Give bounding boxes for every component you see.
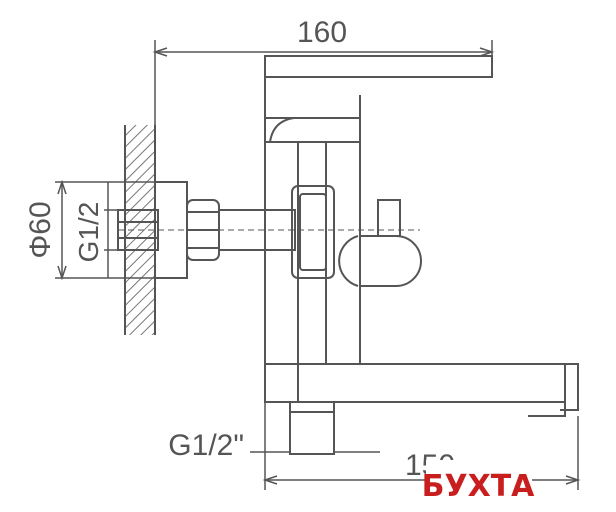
mixer-body — [264, 141, 361, 365]
diverter-knob — [338, 199, 422, 287]
dim-label-outlet-thread: G1/2" — [168, 429, 244, 462]
lever-handle — [264, 55, 493, 143]
watermark-logo: БУХТА — [422, 460, 536, 504]
dim-label-vertical-thread: G1/2 — [73, 202, 104, 263]
dim-label-top-width: 160 — [297, 16, 347, 49]
dim-label-outer-diameter: Φ60 — [24, 201, 57, 258]
bottom-outlet — [289, 401, 335, 455]
body-ring — [291, 185, 335, 279]
dimension-thread-vertical — [104, 182, 118, 278]
dimension-top — [152, 40, 495, 335]
watermark-text: БУХТА — [422, 469, 536, 504]
spout — [264, 363, 579, 417]
dimension-diameter — [55, 179, 187, 281]
